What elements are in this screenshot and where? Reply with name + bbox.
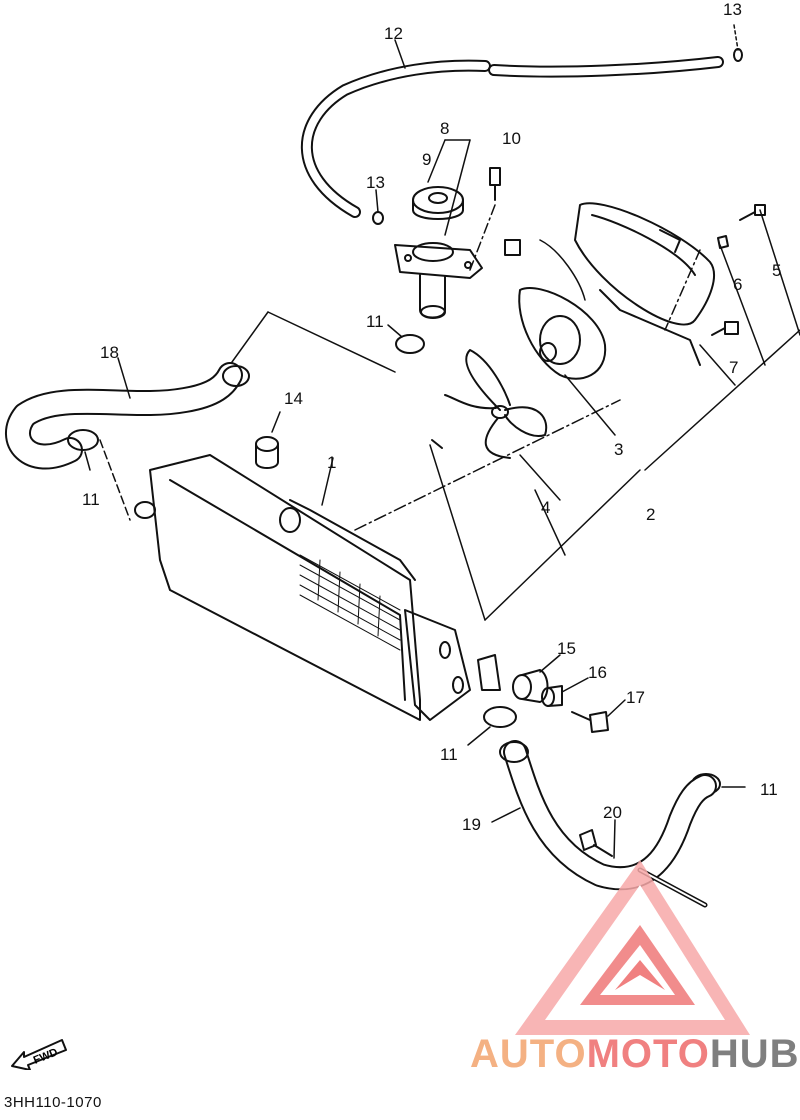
label-part-13-a: 13 (723, 0, 742, 19)
catalog-code: 3HH110-1070 (4, 1094, 102, 1111)
fan-motor-3 (504, 239, 607, 380)
label-part-3: 3 (614, 440, 623, 459)
upper-hose-12 (300, 39, 724, 218)
bolt-10 (469, 167, 501, 271)
forward-arrow-svg: FWD (11, 1039, 67, 1071)
label-part-2: 2 (646, 505, 655, 524)
radiator-cap-9 (412, 186, 464, 220)
fan-shroud-5 (574, 202, 800, 366)
label-part-7: 7 (729, 358, 738, 377)
bolt-17 (571, 699, 626, 733)
label-part-1: 1 (327, 453, 336, 472)
drain-cap-14 (255, 411, 281, 469)
part-number-labels: 1 2 3 4 5 6 7 8 9 10 11 11 11 11 11 12 1… (82, 0, 781, 834)
filler-neck-8 (394, 139, 483, 319)
label-part-4: 4 (541, 498, 550, 517)
collar-16 (541, 677, 589, 707)
label-part-6: 6 (733, 275, 742, 294)
label-part-17: 17 (626, 688, 645, 707)
label-part-9: 9 (422, 150, 431, 169)
left-hose-18 (5, 357, 250, 470)
watermark-brand: AUTOMOTOHUB (470, 1032, 800, 1077)
label-part-14: 14 (284, 389, 303, 408)
grommet-15 (477, 654, 561, 703)
label-part-20: 20 (603, 803, 622, 822)
label-part-11-b: 11 (82, 490, 100, 509)
fwd-label: FWD (32, 1046, 60, 1067)
label-part-10: 10 (502, 129, 521, 148)
screw-5 (739, 204, 766, 221)
fan-blade-4 (431, 349, 548, 459)
forward-arrow-icon: FWD (10, 1030, 70, 1071)
label-part-18: 18 (100, 343, 119, 362)
label-part-11-a: 11 (366, 312, 384, 331)
radiator-1 (134, 454, 471, 721)
bolt-7 (711, 321, 739, 336)
brand-part-moto: MOTO (586, 1032, 710, 1076)
label-part-5: 5 (772, 261, 781, 280)
label-part-15: 15 (557, 639, 576, 658)
leader-lines-fan (354, 244, 800, 621)
watermark-logo-icon (515, 860, 750, 1035)
label-part-11-c: 11 (440, 745, 458, 764)
label-part-16: 16 (588, 663, 607, 682)
bolt-20 (579, 819, 708, 908)
lower-hose-19 (491, 740, 717, 891)
hose-clip-13-top (733, 24, 743, 62)
label-part-11-d: 11 (760, 780, 778, 799)
label-part-12: 12 (384, 24, 403, 43)
label-part-8: 8 (440, 119, 449, 138)
brand-part-auto: AUTO (470, 1032, 587, 1076)
hose-clip-13-left (372, 189, 384, 225)
label-part-19: 19 (462, 815, 481, 834)
nut-6 (717, 235, 729, 249)
hose-clamp-11-c (467, 706, 517, 746)
brand-part-hub: HUB (709, 1032, 800, 1076)
hose-clamp-11-a (67, 429, 131, 521)
hose-clamp-11-b (231, 311, 425, 373)
label-part-13-b: 13 (366, 173, 385, 192)
